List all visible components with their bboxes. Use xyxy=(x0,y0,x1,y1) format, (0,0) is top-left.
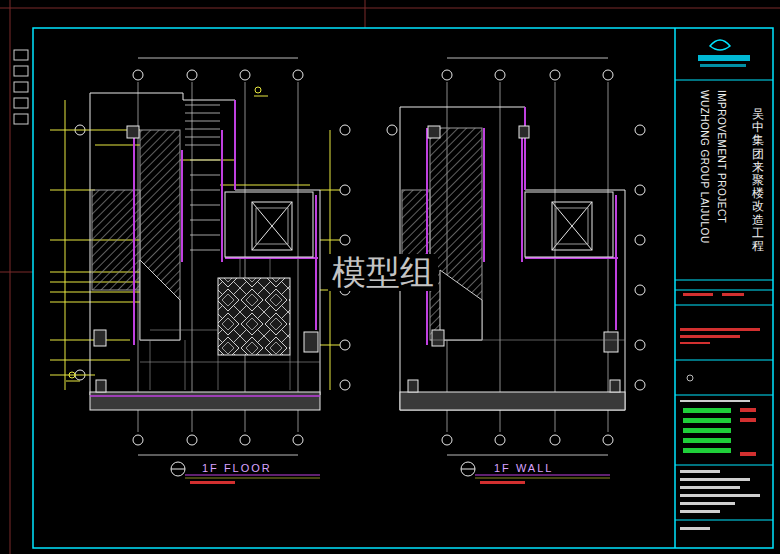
project-name-en: IMPROVEMENT PROJECT xyxy=(715,90,727,223)
floor-plan xyxy=(50,58,350,455)
drawing-title: 1F WALL xyxy=(492,462,555,474)
drawing-title: 1F FLOOR xyxy=(200,462,274,474)
project-name-cn: 吴中集团来聚楼改造工程 xyxy=(752,108,764,253)
watermark: 模型组 xyxy=(328,254,438,291)
title-marker xyxy=(171,462,610,484)
project-name-en: WUZHONG GROUP LAIJULOU xyxy=(698,90,710,244)
title-block xyxy=(675,28,773,548)
